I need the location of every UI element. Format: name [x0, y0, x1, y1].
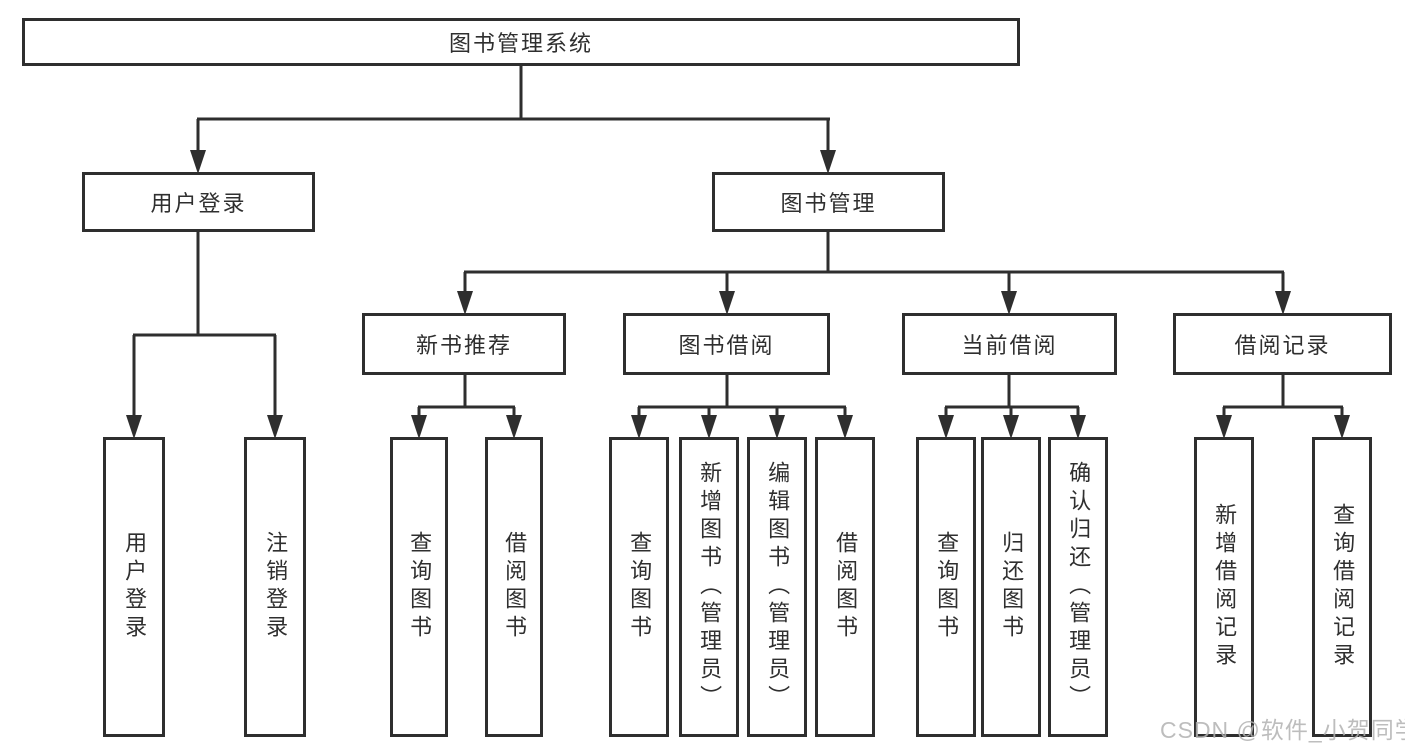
- leaf-add-borrow-record: 新增借阅记录: [1194, 437, 1254, 737]
- leaf-borrow-add-books: 新增图书（管理员）: [679, 437, 739, 737]
- node-borrow-records: 借阅记录: [1173, 313, 1392, 375]
- leaf-recommend-query-books: 查询图书: [390, 437, 448, 737]
- node-label: 图书借阅: [678, 333, 775, 358]
- leaf-recommend-borrow-books: 借阅图书: [485, 437, 543, 737]
- leaf-borrow-edit-books: 编辑图书（管理员）: [747, 437, 807, 737]
- node-label: 新书推荐: [415, 333, 512, 358]
- node-label: 查询图书: [627, 531, 653, 643]
- node-label: 确认归还（管理员）: [1066, 461, 1092, 713]
- node-label: 查询借阅记录: [1330, 503, 1356, 671]
- node-user-login: 用户登录: [82, 172, 315, 232]
- node-label: 查询图书: [407, 531, 433, 643]
- leaf-logout: 注销登录: [244, 437, 306, 737]
- node-label: 借阅图书: [502, 531, 528, 643]
- node-label: 用户登录: [122, 531, 148, 643]
- node-book-borrow: 图书借阅: [623, 313, 830, 375]
- leaf-borrow-borrow-books: 借阅图书: [815, 437, 875, 737]
- node-new-book-recommend: 新书推荐: [362, 313, 566, 375]
- node-label: 图书管理系统: [448, 31, 593, 56]
- leaf-borrow-query-books: 查询图书: [609, 437, 669, 737]
- node-label: 借阅图书: [833, 531, 859, 643]
- node-label: 归还图书: [999, 531, 1025, 643]
- node-label: 用户登录: [150, 191, 247, 216]
- node-label: 注销登录: [263, 531, 289, 643]
- csdn-watermark: CSDN @软件_小贺同学: [1160, 717, 1405, 743]
- node-label: 查询图书: [934, 531, 960, 643]
- node-label: 新增图书（管理员）: [697, 461, 723, 713]
- node-book-management: 图书管理: [712, 172, 945, 232]
- node-label: 图书管理: [780, 191, 877, 216]
- node-label: 新增借阅记录: [1212, 503, 1238, 671]
- node-label: 当前借阅: [961, 333, 1058, 358]
- leaf-current-confirm-return: 确认归还（管理员）: [1048, 437, 1108, 737]
- leaf-query-borrow-record: 查询借阅记录: [1312, 437, 1372, 737]
- node-label: 编辑图书（管理员）: [765, 461, 791, 713]
- node-root: 图书管理系统: [22, 18, 1020, 66]
- node-current-borrow: 当前借阅: [902, 313, 1117, 375]
- leaf-current-return-books: 归还图书: [981, 437, 1041, 737]
- node-label: 借阅记录: [1234, 333, 1331, 358]
- leaf-user-login: 用户登录: [103, 437, 165, 737]
- leaf-current-query-books: 查询图书: [916, 437, 976, 737]
